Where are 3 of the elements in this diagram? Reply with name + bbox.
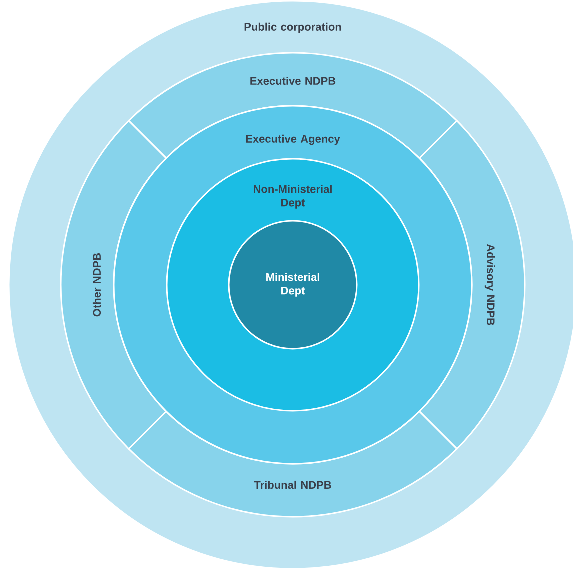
ring-segment: Advisory NDPB (418, 120, 526, 450)
ring-segment: Other NDPB (60, 120, 168, 450)
ring-segment: Tribunal NDPB (128, 410, 458, 518)
